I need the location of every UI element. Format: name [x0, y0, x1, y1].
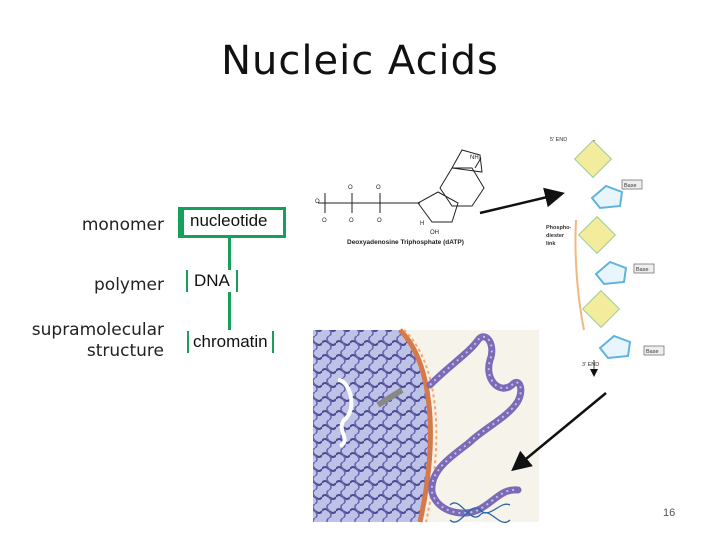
datp-atom: O — [315, 199, 320, 205]
strand-link-line1: Phospho- — [546, 225, 572, 231]
dna-strand-diagram — [573, 139, 665, 377]
label-supramolecular-line1: supramolecular — [31, 320, 164, 340]
datp-atom: O — [322, 218, 327, 224]
datp-atom: O — [348, 185, 353, 191]
term-chromatin: chromatin — [187, 331, 274, 353]
label-monomer: monomer — [81, 215, 164, 235]
strand-link-line2: diester — [546, 233, 565, 239]
term-nucleotide: nucleotide — [190, 211, 268, 231]
datp-oh: OH — [430, 230, 439, 236]
connector-line — [228, 238, 231, 270]
datp-h: H — [420, 221, 424, 227]
base-label: Base — [636, 267, 649, 273]
strand-five-end: 5' END — [550, 137, 567, 143]
strand-three-end: 3' END — [582, 362, 599, 368]
arrow-to-chromatin — [511, 392, 607, 472]
datp-atom: O — [349, 218, 354, 224]
arrow-to-strand — [479, 187, 565, 215]
label-supramolecular: supramolecular structure — [32, 320, 164, 362]
datp-caption: Deoxyadenosine Triphosphate (dATP) — [347, 239, 464, 246]
label-polymer: polymer — [94, 275, 164, 295]
strand-link-line3: link — [546, 241, 556, 247]
datp-atom: O — [377, 218, 382, 224]
base-label: Base — [646, 349, 659, 355]
connector-line — [228, 292, 231, 330]
label-supramolecular-line2: structure — [86, 341, 164, 361]
datp-atom: O — [376, 185, 381, 191]
term-dna: DNA — [186, 270, 238, 292]
datp-structure — [318, 149, 485, 223]
page-number: 16 — [663, 507, 676, 519]
datp-nh2: NH₂ — [470, 155, 482, 161]
chromatin-illustration — [313, 328, 539, 523]
base-label: Base — [624, 183, 637, 189]
slide-title: Nucleic Acids — [221, 38, 499, 84]
